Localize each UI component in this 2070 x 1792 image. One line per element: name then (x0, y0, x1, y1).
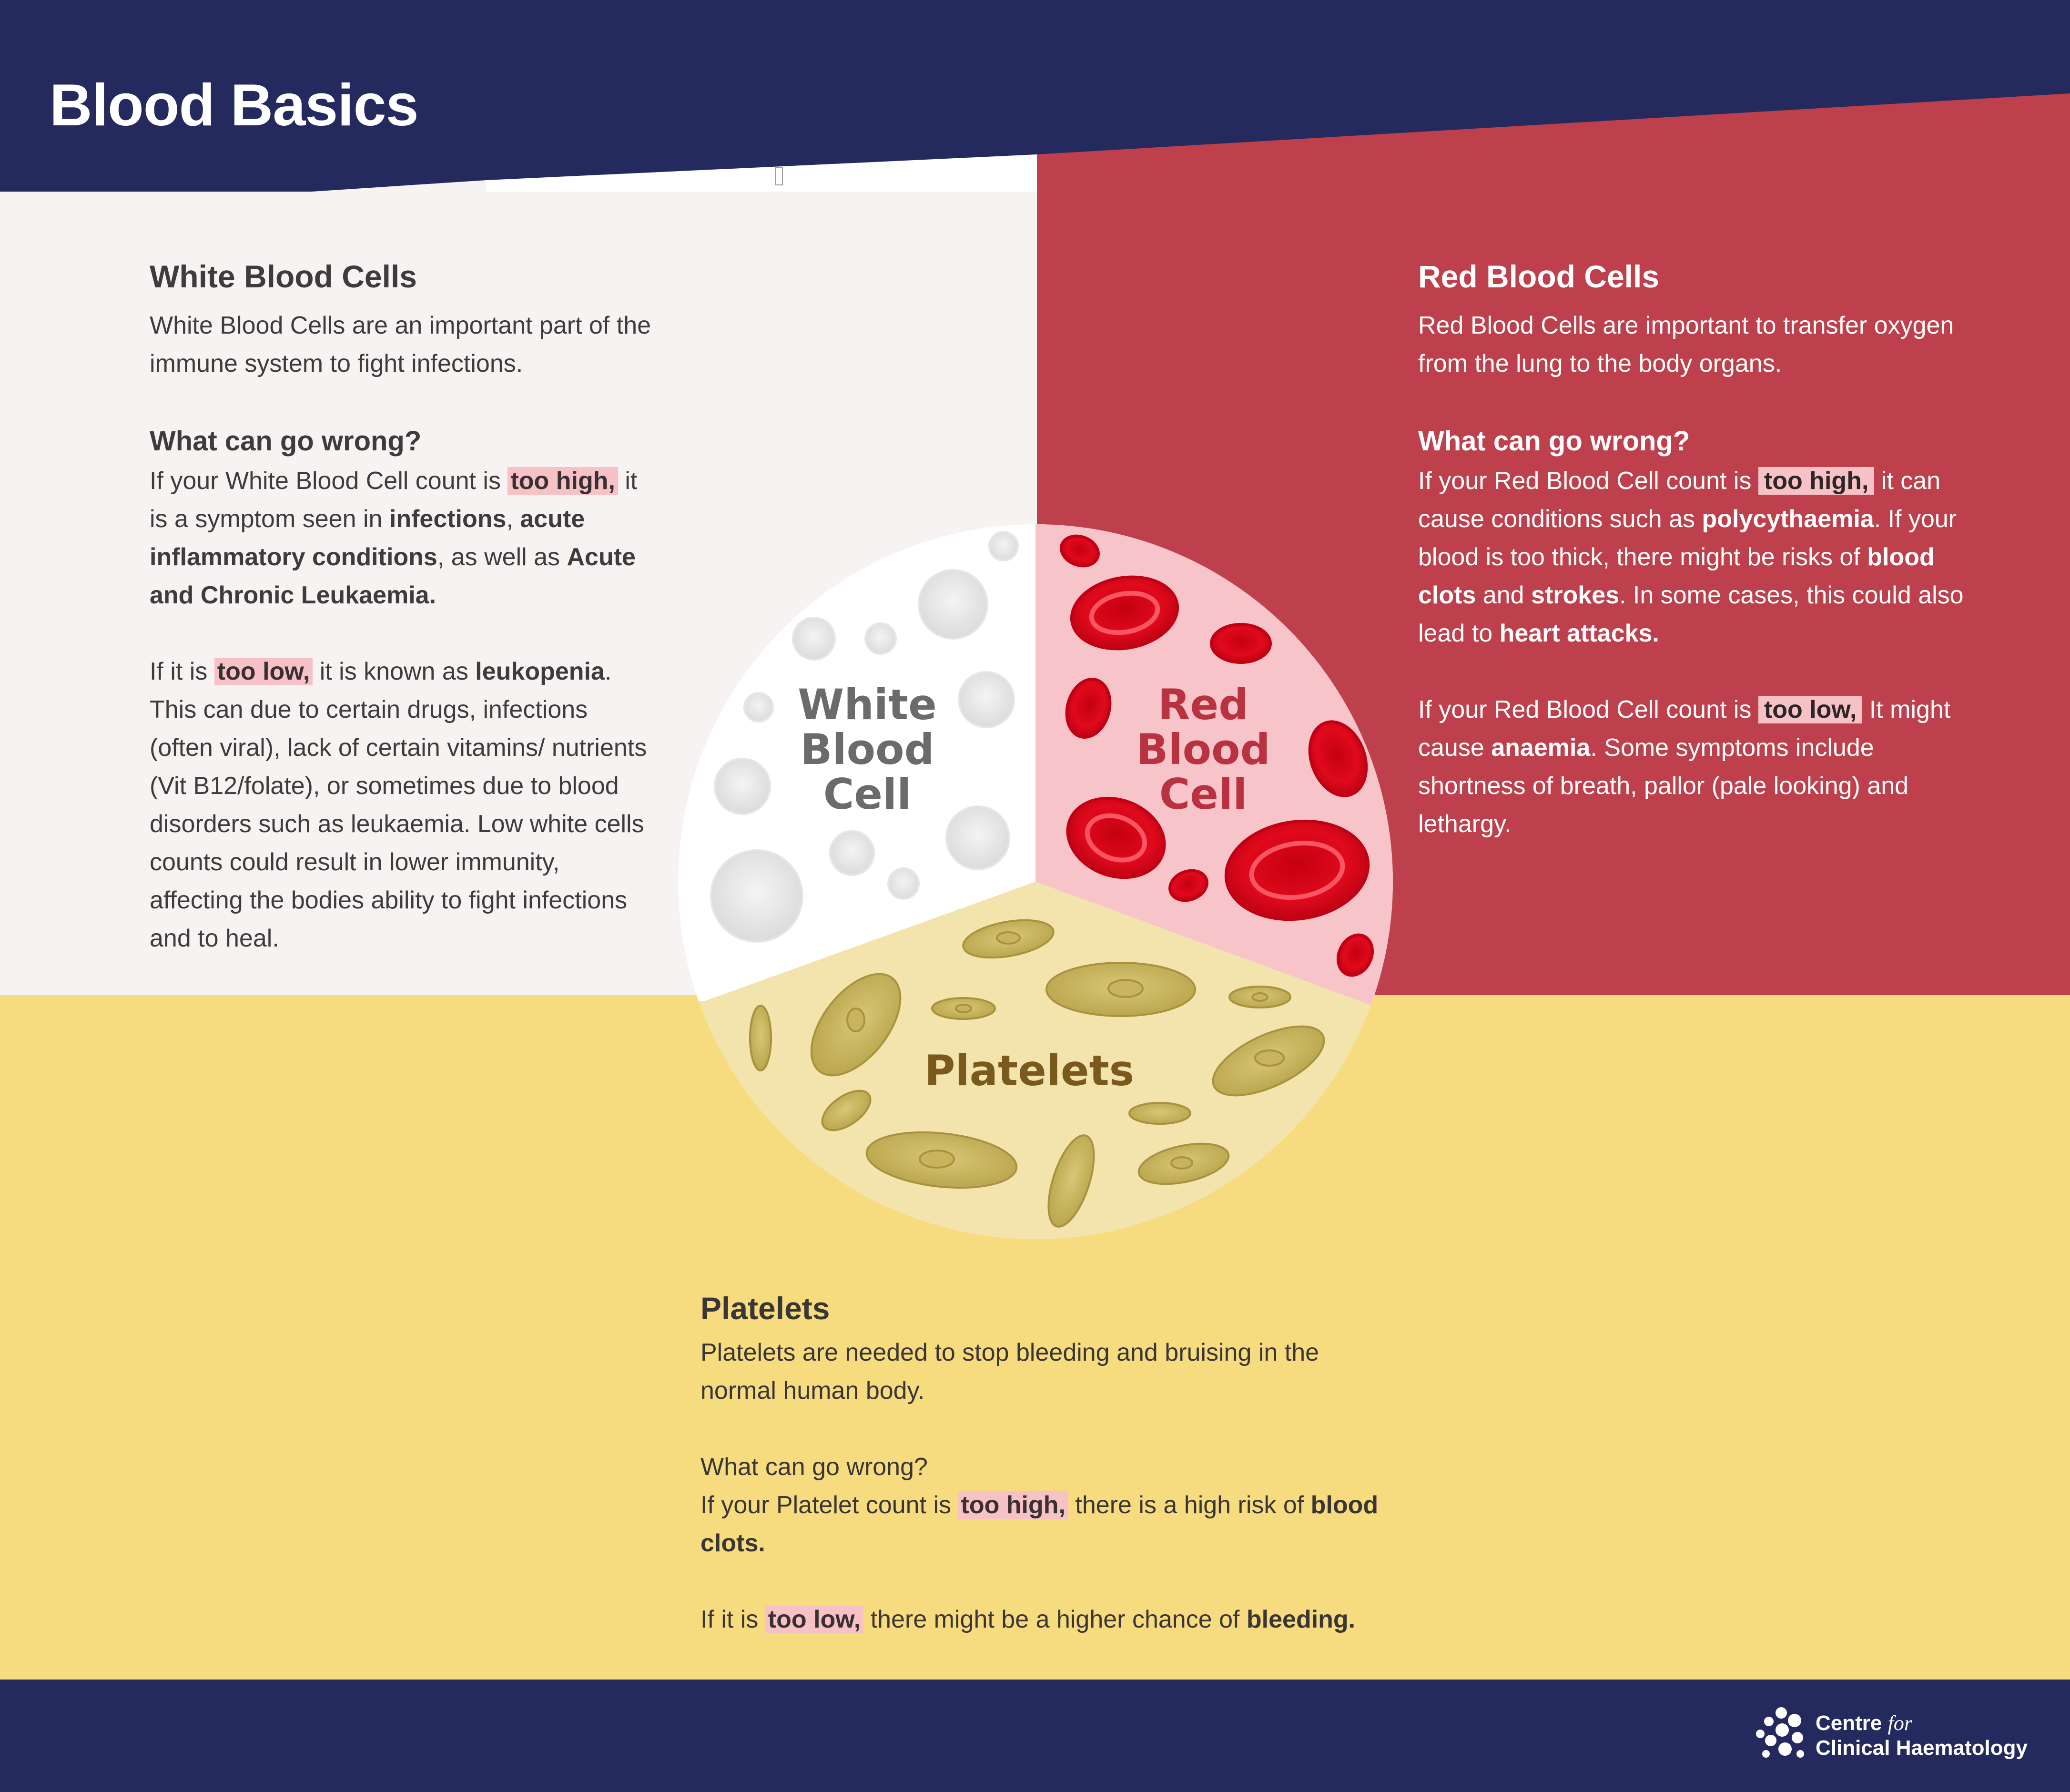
platelets-intro: Platelets are needed to stop bleeding an… (700, 1339, 1319, 1405)
footer-bar (0, 1680, 2070, 1792)
header-white-wedge (486, 154, 1037, 192)
logo-text: Centre for Clinical Haematology (1816, 1711, 2028, 1760)
centre-logo: Centre for Clinical Haematology (1754, 1706, 2040, 1768)
platelets-heading: Platelets (700, 1291, 830, 1326)
wbc-info: White Blood Cells White Blood Cells are … (150, 255, 655, 957)
platelets-too-high-text: If your Platelet count is too high, ther… (700, 1491, 1379, 1557)
wbc-too-high-text: If your White Blood Cell count is too hi… (150, 467, 638, 609)
rbc-intro: Red Blood Cells are important to transfe… (1418, 312, 1954, 377)
rbc-too-low-text: If your Red Blood Cell count is too low,… (1418, 696, 1951, 838)
rbc-too-high-highlight: too high, (1758, 467, 1875, 495)
platelets-too-low-text: If it is too low, there might be a highe… (700, 1606, 1356, 1633)
rbc-question: What can go wrong? (1418, 426, 1690, 457)
wbc-too-low-highlight: too low, (214, 658, 313, 685)
circle-label-platelets: Platelets (924, 1046, 1135, 1095)
rbc-too-low-highlight: too low, (1758, 696, 1863, 723)
platelets-info: Platelets Platelets are needed to stop b… (700, 1287, 1382, 1639)
page-title: Blood Basics (50, 72, 419, 138)
wbc-intro: White Blood Cells are an important part … (150, 312, 651, 377)
dots-cluster-icon (1756, 1707, 1804, 1758)
platelets-too-low-highlight: too low, (765, 1606, 864, 1633)
wbc-too-low-text: If it is too low, it is known as leukope… (150, 658, 647, 952)
header-bar (0, 0, 2070, 192)
rbc-heading: Red Blood Cells (1418, 259, 1660, 294)
rbc-info: Red Blood Cells Red Blood Cells are impo… (1418, 255, 1980, 843)
rbc-too-high-text: If your Red Blood Cell count is too high… (1418, 467, 1964, 647)
platelets-question: What can go wrong? (700, 1453, 928, 1481)
wbc-too-high-highlight: too high, (507, 467, 618, 495)
platelets-too-high-highlight: too high, (958, 1491, 1068, 1519)
wbc-question: What can go wrong? (150, 426, 422, 457)
wbc-heading: White Blood Cells (150, 259, 417, 294)
